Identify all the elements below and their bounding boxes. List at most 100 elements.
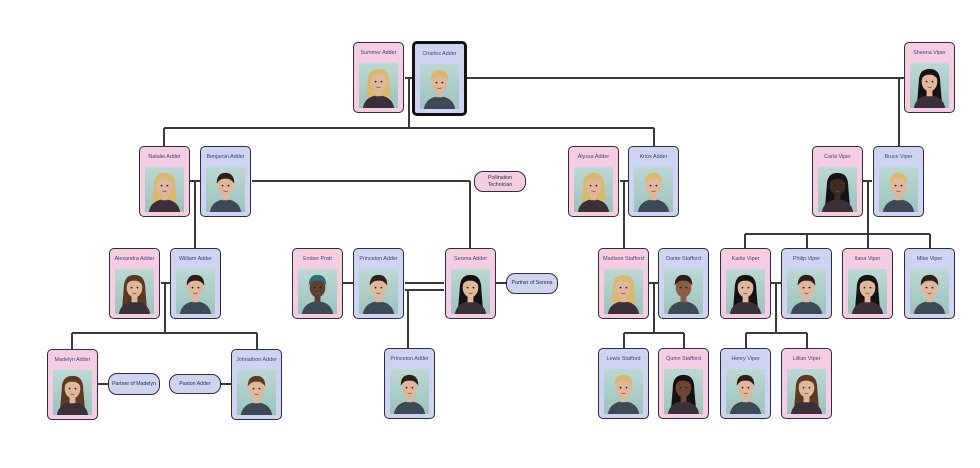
portrait	[298, 269, 337, 314]
note-text: Pollination Technician	[487, 175, 513, 188]
avatar-figure	[729, 374, 762, 414]
card-knox-adder[interactable]: Knox Adder	[628, 146, 679, 217]
person-name: Bruce Viper	[884, 154, 913, 160]
note-pollination-technician[interactable]: Pollination Technician	[474, 171, 526, 192]
card-lewis-stafford[interactable]: Lewis Stafford	[598, 348, 649, 419]
person-name: Sheena Viper	[913, 50, 946, 56]
portrait	[359, 269, 398, 314]
avatar-figure	[729, 274, 762, 314]
card-alyssa-adder[interactable]: Alyssa Adder	[568, 146, 619, 217]
portrait	[818, 167, 857, 212]
person-name: Mike Viper	[916, 256, 943, 262]
portrait	[879, 167, 918, 212]
portrait	[115, 269, 154, 314]
avatar-figure	[179, 274, 212, 314]
portrait	[604, 369, 643, 414]
person-name: Serena Adder	[454, 256, 487, 262]
portrait	[634, 167, 673, 212]
card-benjamin-adder[interactable]: Benjamin Adder	[200, 146, 251, 217]
portrait	[848, 269, 887, 314]
portrait	[910, 269, 949, 314]
avatar-figure	[301, 274, 334, 314]
avatar-figure	[240, 375, 273, 415]
card-dante-stafford[interactable]: Dante Stafford	[658, 248, 709, 319]
note-paxton-adder[interactable]: Paxton Adder	[169, 374, 221, 394]
avatar-figure	[362, 274, 395, 314]
card-princeton-adder-jr[interactable]: Princeton Adder	[384, 348, 435, 419]
portrait	[237, 370, 276, 415]
card-charles-adder[interactable]: Charles Adder	[412, 41, 467, 116]
card-natalie-adder[interactable]: Natalie Adder	[139, 146, 190, 217]
person-name: Charles Adder	[422, 51, 457, 57]
person-name: Madison Stafford	[603, 256, 644, 262]
card-princeton-adder[interactable]: Princeton Adder	[353, 248, 404, 319]
card-madison-stafford[interactable]: Madison Stafford	[598, 248, 649, 319]
card-alexandra-adder[interactable]: Alexandra Adder	[109, 248, 160, 319]
card-mike-viper[interactable]: Mike Viper	[904, 248, 955, 319]
card-karlie-viper[interactable]: Karlie Viper	[720, 248, 771, 319]
portrait	[664, 269, 703, 314]
person-name: Madelyn Adder	[54, 357, 91, 363]
note-partner-of-serena[interactable]: Partner of Serena	[506, 273, 558, 294]
person-name: Ilana Viper	[854, 256, 881, 262]
person-name: Benjamin Adder	[206, 154, 245, 160]
card-henry-viper[interactable]: Henry Viper	[720, 348, 771, 419]
card-quinn-stafford[interactable]: Quinn Stafford	[658, 348, 709, 419]
avatar-figure	[913, 68, 946, 108]
person-name: Princeton Adder	[390, 356, 429, 362]
card-ilana-viper[interactable]: Ilana Viper	[842, 248, 893, 319]
portrait	[910, 63, 949, 108]
avatar-figure	[637, 172, 670, 212]
card-lillian-viper[interactable]: Lillian Viper	[781, 348, 832, 419]
portrait	[787, 269, 826, 314]
avatar-figure	[667, 274, 700, 314]
person-name: Quinn Stafford	[666, 356, 701, 362]
avatar-figure	[882, 172, 915, 212]
avatar-figure	[423, 69, 456, 109]
person-name: Carla Viper	[824, 154, 851, 160]
avatar-figure	[148, 172, 181, 212]
avatar-figure	[454, 274, 487, 314]
avatar-figure	[790, 374, 823, 414]
person-name: William Adder	[179, 256, 212, 262]
card-johnathon-adder[interactable]: Johnathon Adder	[231, 349, 282, 420]
avatar-figure	[577, 172, 610, 212]
person-name: Henry Viper	[731, 356, 760, 362]
person-name: Lewis Stafford	[606, 356, 641, 362]
portrait	[359, 63, 398, 108]
note-partner-of-madelyn[interactable]: Partner of Madelyn	[108, 373, 160, 395]
portrait	[451, 269, 490, 314]
portrait	[206, 167, 245, 212]
person-name: Lillian Viper	[792, 356, 821, 362]
portrait	[176, 269, 215, 314]
person-name: Alyssa Adder	[577, 154, 610, 160]
portrait	[53, 370, 92, 415]
card-serena-adder[interactable]: Serena Adder	[445, 248, 496, 319]
note-text: Paxton Adder	[179, 380, 211, 387]
card-philip-viper[interactable]: Philip Viper	[781, 248, 832, 319]
portrait	[726, 369, 765, 414]
avatar-figure	[56, 375, 89, 415]
avatar-figure	[790, 274, 823, 314]
card-sheena-viper[interactable]: Sheena Viper	[904, 42, 955, 113]
card-ember-pratt[interactable]: Ember Pratt	[292, 248, 343, 319]
person-name: Johnathon Adder	[236, 357, 277, 363]
card-bruce-viper[interactable]: Bruce Viper	[873, 146, 924, 217]
avatar-figure	[913, 274, 946, 314]
avatar-figure	[667, 374, 700, 414]
card-summer-adder[interactable]: Summer Adder	[353, 42, 404, 113]
card-madelyn-adder[interactable]: Madelyn Adder	[47, 349, 98, 420]
card-carla-viper[interactable]: Carla Viper	[812, 146, 863, 217]
portrait	[604, 269, 643, 314]
portrait	[420, 64, 459, 109]
avatar-figure	[821, 172, 854, 212]
person-name: Knox Adder	[639, 154, 668, 160]
portrait	[726, 269, 765, 314]
portrait	[145, 167, 184, 212]
card-william-adder[interactable]: William Adder	[170, 248, 221, 319]
person-name: Natalie Adder	[148, 154, 181, 160]
avatar-figure	[362, 68, 395, 108]
person-name: Karlie Viper	[731, 256, 760, 262]
